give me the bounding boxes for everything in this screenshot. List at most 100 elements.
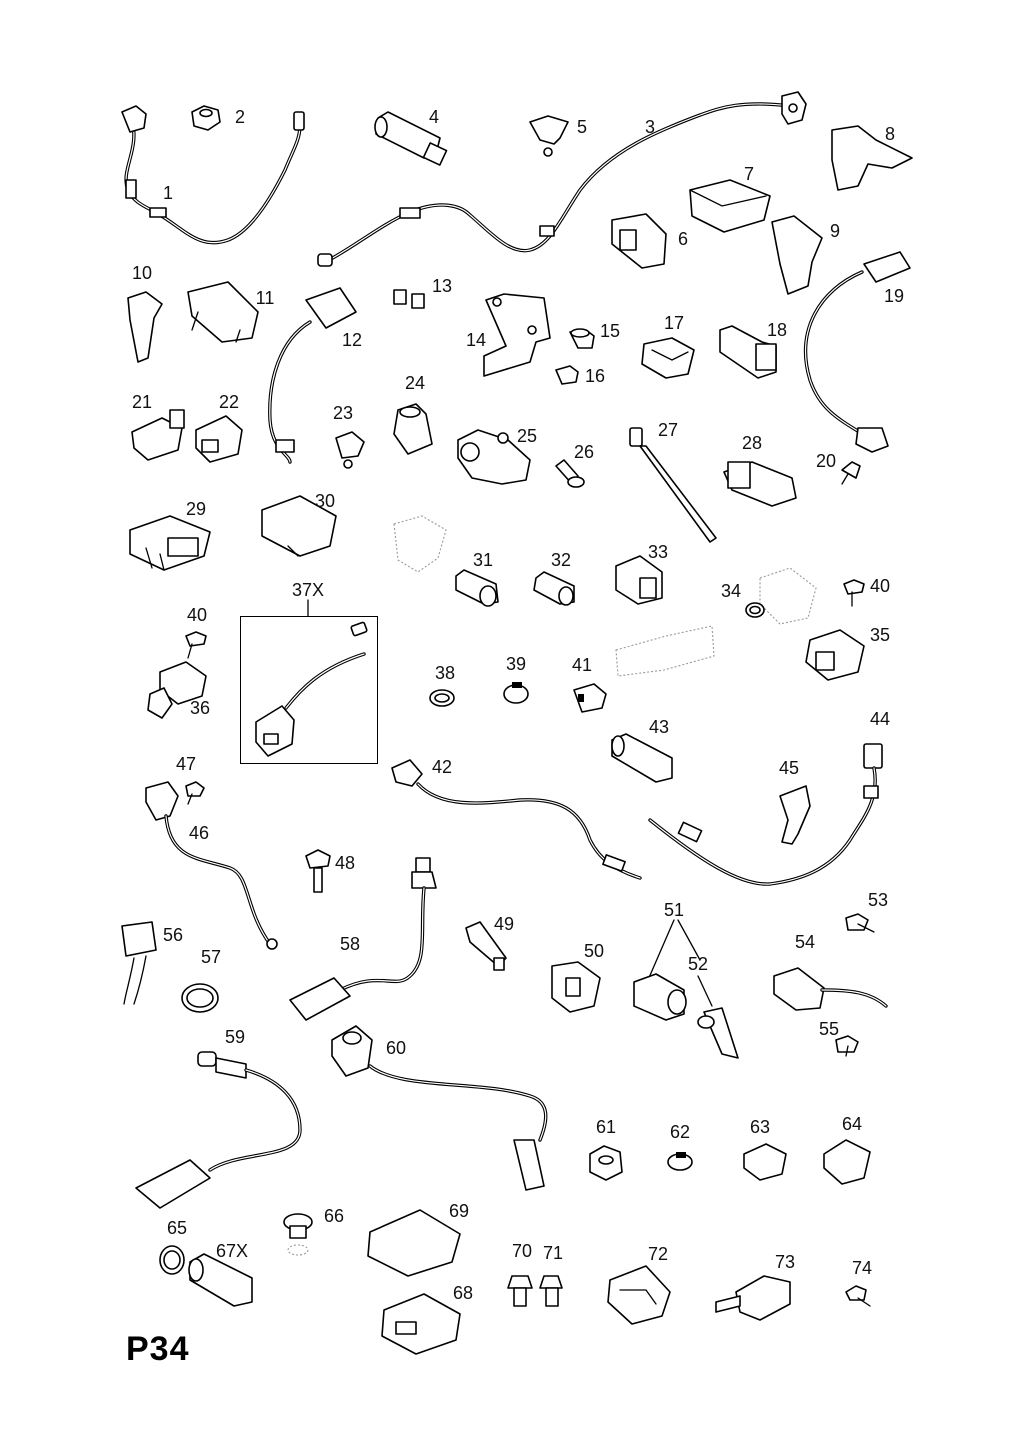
callout-5: 5 bbox=[576, 117, 588, 137]
callout-29: 29 bbox=[185, 499, 207, 519]
part-55-bolt bbox=[835, 1035, 859, 1057]
callout-64: 64 bbox=[841, 1114, 863, 1134]
part-45-clip bbox=[779, 785, 811, 845]
callout-17: 17 bbox=[663, 313, 685, 333]
callout-54: 54 bbox=[794, 932, 816, 952]
callout-47: 47 bbox=[175, 754, 197, 774]
part-23-clip bbox=[335, 431, 365, 469]
ghost-outline-a bbox=[393, 515, 447, 573]
callout-70: 70 bbox=[511, 1241, 533, 1261]
callout-19: 19 bbox=[883, 286, 905, 306]
part-9-bracket bbox=[771, 215, 823, 295]
callout-9: 9 bbox=[829, 221, 841, 241]
callout-11: 11 bbox=[255, 288, 275, 308]
callout-59: 59 bbox=[224, 1027, 246, 1047]
callout-24: 24 bbox=[404, 373, 426, 393]
callout-52: 52 bbox=[687, 954, 709, 974]
part-67x-sensor bbox=[188, 1253, 253, 1307]
part-14-bracket bbox=[483, 293, 551, 377]
callout-35: 35 bbox=[869, 625, 891, 645]
callout-4: 4 bbox=[428, 107, 440, 127]
callout-45: 45 bbox=[778, 758, 800, 778]
part-29-sensor bbox=[129, 515, 211, 571]
callout-39: 39 bbox=[505, 654, 527, 674]
part-73-key bbox=[715, 1275, 791, 1321]
part-20-bolt bbox=[841, 461, 861, 485]
part-46-sensor-cable bbox=[145, 781, 278, 950]
part-39-clip bbox=[503, 682, 529, 704]
part-61-nut bbox=[589, 1145, 623, 1181]
callout-34: 34 bbox=[720, 581, 742, 601]
part-71-bolt bbox=[539, 1275, 563, 1307]
part-2-nut bbox=[191, 105, 221, 131]
part-72-bracket bbox=[607, 1265, 671, 1325]
part-59-probe-cable bbox=[135, 1051, 302, 1209]
part-68-module bbox=[381, 1293, 461, 1355]
callout-2: 2 bbox=[234, 107, 246, 127]
part-70-bolt bbox=[507, 1275, 533, 1307]
part-11-housing bbox=[187, 281, 259, 343]
part-36-sensor bbox=[147, 661, 207, 719]
part-25-sensor bbox=[457, 429, 531, 485]
callout-30: 30 bbox=[314, 491, 336, 511]
callout-15: 15 bbox=[599, 321, 621, 341]
part-58-probe-cable bbox=[289, 857, 437, 1021]
part-27-probe bbox=[629, 427, 717, 543]
part-49-sensor bbox=[465, 921, 507, 971]
part-18-switch bbox=[719, 325, 777, 379]
callout-22: 22 bbox=[218, 392, 240, 412]
part-47-bolt bbox=[185, 781, 205, 805]
callout-55: 55 bbox=[818, 1019, 840, 1039]
part-42-sensor-cable bbox=[391, 759, 642, 880]
callout-62: 62 bbox=[669, 1122, 691, 1142]
part-15-bolt bbox=[569, 328, 595, 349]
part-40-bolt-lower bbox=[185, 631, 207, 659]
part-63-connector bbox=[743, 1143, 787, 1181]
part-66-grommet bbox=[283, 1213, 313, 1256]
callout-46: 46 bbox=[188, 823, 210, 843]
callout-25: 25 bbox=[516, 426, 538, 446]
callout-53: 53 bbox=[867, 890, 889, 910]
part-65-seal bbox=[159, 1245, 185, 1275]
callout-16: 16 bbox=[584, 366, 606, 386]
callout-51: 51 bbox=[663, 900, 685, 920]
part-6-connector bbox=[611, 213, 667, 269]
part-74-screw bbox=[845, 1285, 871, 1307]
part-24-sensor bbox=[393, 403, 433, 455]
callout-14: 14 bbox=[465, 330, 487, 350]
part-48-bolt bbox=[305, 849, 331, 893]
callout-73: 73 bbox=[774, 1252, 796, 1272]
part-54-sensor bbox=[773, 967, 888, 1011]
callout-61: 61 bbox=[595, 1117, 617, 1137]
part-37x-kit-contents bbox=[255, 599, 368, 757]
part-10-sensor bbox=[127, 291, 163, 363]
part-40-bolt-upper bbox=[843, 579, 865, 607]
callout-40b: 40 bbox=[186, 605, 208, 625]
part-57-seal bbox=[181, 983, 219, 1013]
callout-68: 68 bbox=[452, 1283, 474, 1303]
callout-43: 43 bbox=[648, 717, 670, 737]
callout-58: 58 bbox=[339, 934, 361, 954]
callout-20: 20 bbox=[815, 451, 837, 471]
page-code: P34 bbox=[126, 1330, 190, 1368]
part-64-connector bbox=[823, 1139, 871, 1185]
part-21-sensor bbox=[131, 409, 185, 461]
callout-69: 69 bbox=[448, 1201, 470, 1221]
part-30-bracket bbox=[261, 495, 337, 557]
part-12-connector-cable bbox=[268, 287, 357, 464]
part-5-clip bbox=[529, 115, 569, 157]
callout-27: 27 bbox=[657, 420, 679, 440]
part-13-clips bbox=[393, 289, 425, 309]
part-43-sensor bbox=[611, 733, 673, 783]
callout-50: 50 bbox=[583, 941, 605, 961]
callout-8: 8 bbox=[884, 124, 896, 144]
part-7-module bbox=[689, 179, 771, 233]
callout-1: 1 bbox=[162, 183, 174, 203]
part-62-clip bbox=[667, 1152, 693, 1171]
callout-41: 41 bbox=[571, 655, 593, 675]
callout-57: 57 bbox=[200, 947, 222, 967]
callout-49: 49 bbox=[493, 914, 515, 934]
callout-65: 65 bbox=[166, 1218, 188, 1238]
